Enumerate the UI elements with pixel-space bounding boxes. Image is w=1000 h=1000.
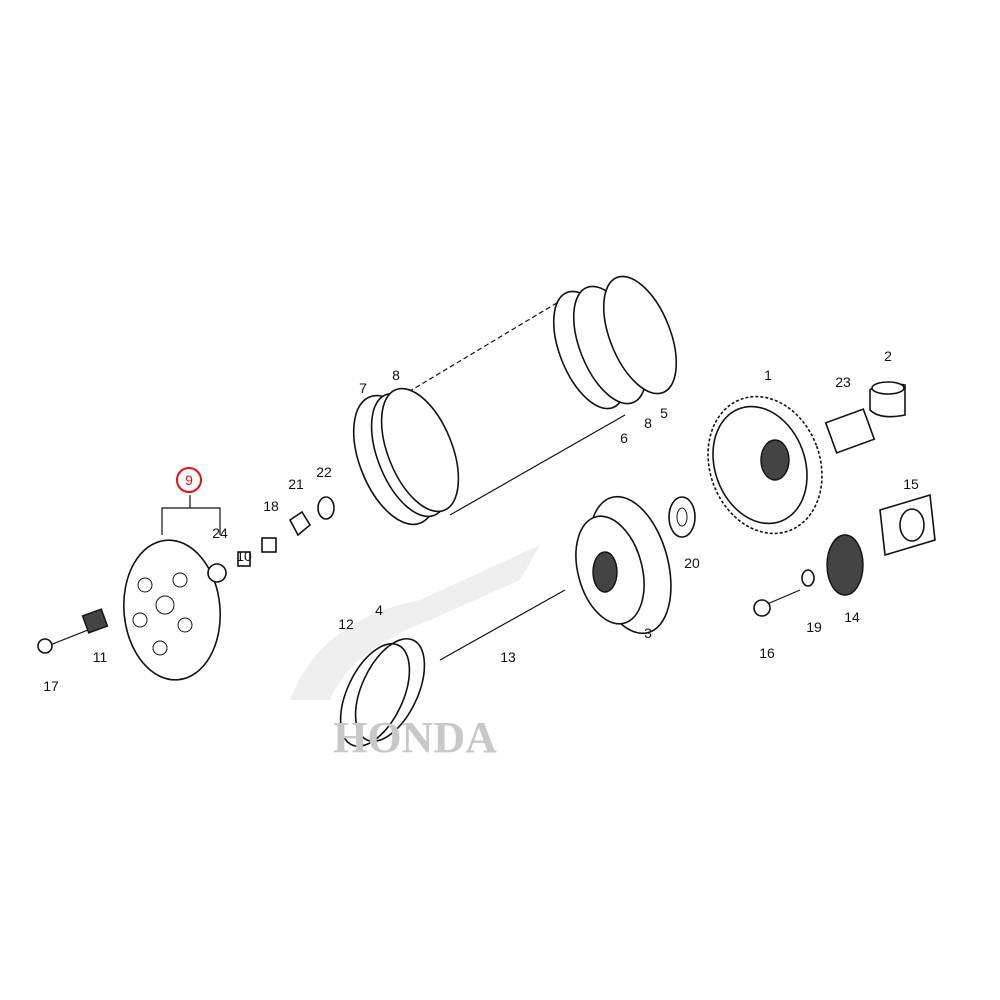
callout-14: 14: [844, 609, 860, 625]
callout-17: 17: [43, 678, 59, 694]
callout-18: 18: [263, 498, 279, 514]
clutch-plates: [352, 275, 678, 526]
callout-4: 4: [375, 602, 383, 618]
callout-1: 1: [764, 367, 772, 383]
callout-13: 13: [500, 649, 516, 665]
ring-12: [339, 642, 411, 748]
highlight-circle: [176, 467, 202, 493]
callout-9: 9: [185, 472, 193, 488]
primary-gear-assembly: [753, 493, 936, 617]
callout-20: 20: [684, 555, 700, 571]
callout-8b: 8: [644, 415, 652, 431]
callout-5: 5: [660, 405, 668, 421]
callout-11: 11: [93, 649, 108, 665]
honda-watermark-text: HONDA: [333, 713, 497, 762]
callout-21: 21: [288, 476, 304, 492]
callout-15: 15: [903, 476, 919, 492]
callout-10: 10: [236, 548, 252, 564]
callout-12: 12: [338, 616, 354, 632]
callout-3: 3: [644, 625, 652, 641]
callout-7: 7: [359, 380, 367, 396]
callout-23: 23: [835, 374, 851, 390]
callout-6: 6: [620, 430, 628, 446]
clutch-center: [439, 495, 696, 661]
callout-22: 22: [316, 464, 332, 480]
group-bracket: [161, 495, 221, 535]
callout-labels: 1 2 3 4 5 6 7 8 8 9 10 11 12 13 14 15 16…: [43, 348, 919, 694]
callout-2: 2: [884, 348, 892, 364]
honda-wing-watermark: [290, 545, 540, 700]
clutch-outer: [707, 381, 906, 535]
pressure-plate: [37, 496, 335, 681]
callout-16: 16: [759, 645, 775, 661]
callout-24: 24: [212, 525, 228, 541]
callout-8: 8: [392, 367, 400, 383]
ring-4: [354, 637, 426, 743]
callout-19: 19: [806, 619, 822, 635]
